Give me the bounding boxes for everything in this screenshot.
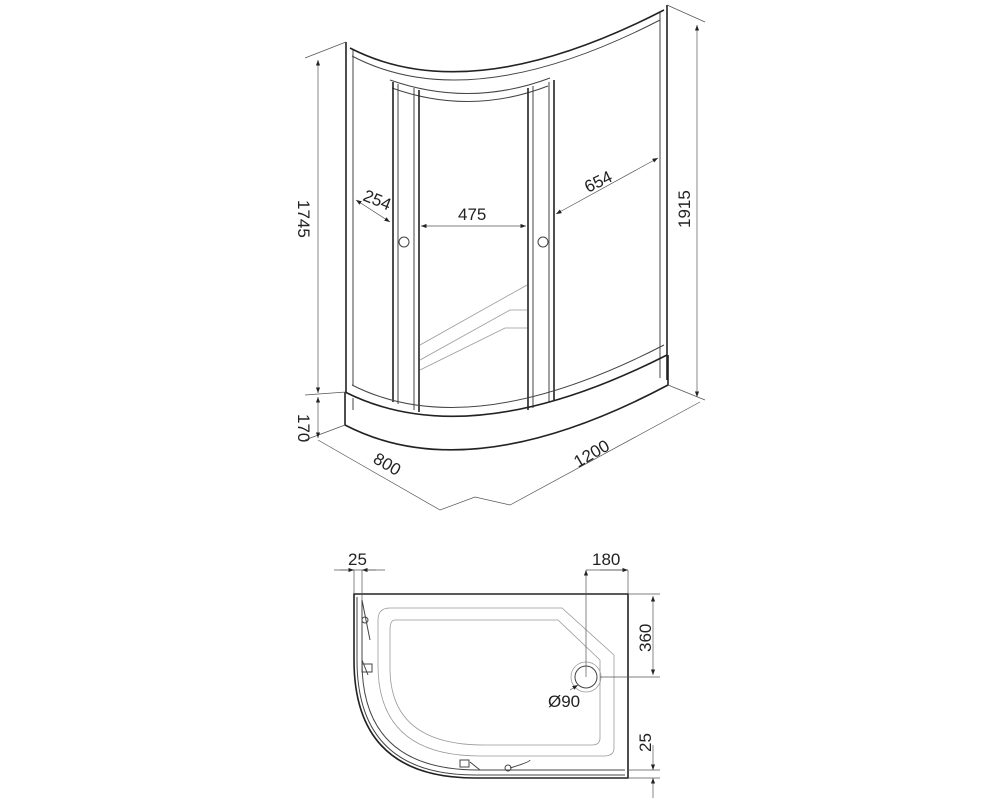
dimension-1915: 1915 xyxy=(675,190,694,228)
dimension-800: 800 xyxy=(370,449,404,480)
dimension-1745: 1745 xyxy=(294,200,313,238)
shower-tray xyxy=(344,344,669,451)
dimension-height-right xyxy=(666,4,706,401)
isometric-view: 1745 170 1915 800 1200 254 475 654 xyxy=(294,4,706,511)
dimension-360: 360 xyxy=(636,624,655,652)
top-view: Ø90 25 180 360 25 xyxy=(334,550,660,798)
dimension-654: 654 xyxy=(581,167,615,197)
right-post xyxy=(659,5,668,380)
dimension-170: 170 xyxy=(294,414,313,442)
dimension-line-654 xyxy=(555,157,659,215)
dimension-25-top: 25 xyxy=(348,550,367,569)
left-door-frame xyxy=(392,82,420,412)
dimension-254: 254 xyxy=(361,186,394,214)
dimension-footprint xyxy=(317,401,701,511)
right-door-frame xyxy=(527,80,555,410)
dimension-line-254 xyxy=(355,199,391,223)
door-fittings xyxy=(361,599,531,772)
door-handle-left xyxy=(398,236,410,248)
dimension-1200: 1200 xyxy=(571,436,613,471)
dimension-25-bottom: 25 xyxy=(636,733,655,752)
door-handle-right xyxy=(537,236,549,248)
drain-diameter-label: Ø90 xyxy=(548,692,580,711)
basin-inner xyxy=(389,619,601,746)
dimension-475: 475 xyxy=(458,205,486,224)
basin-outer xyxy=(377,607,615,757)
left-post xyxy=(345,42,354,392)
interior-tray-lines xyxy=(419,284,528,371)
dimension-180: 180 xyxy=(592,550,620,569)
tray-outline xyxy=(353,593,629,779)
dimension-height-left xyxy=(304,41,347,441)
top-rail xyxy=(349,9,665,102)
